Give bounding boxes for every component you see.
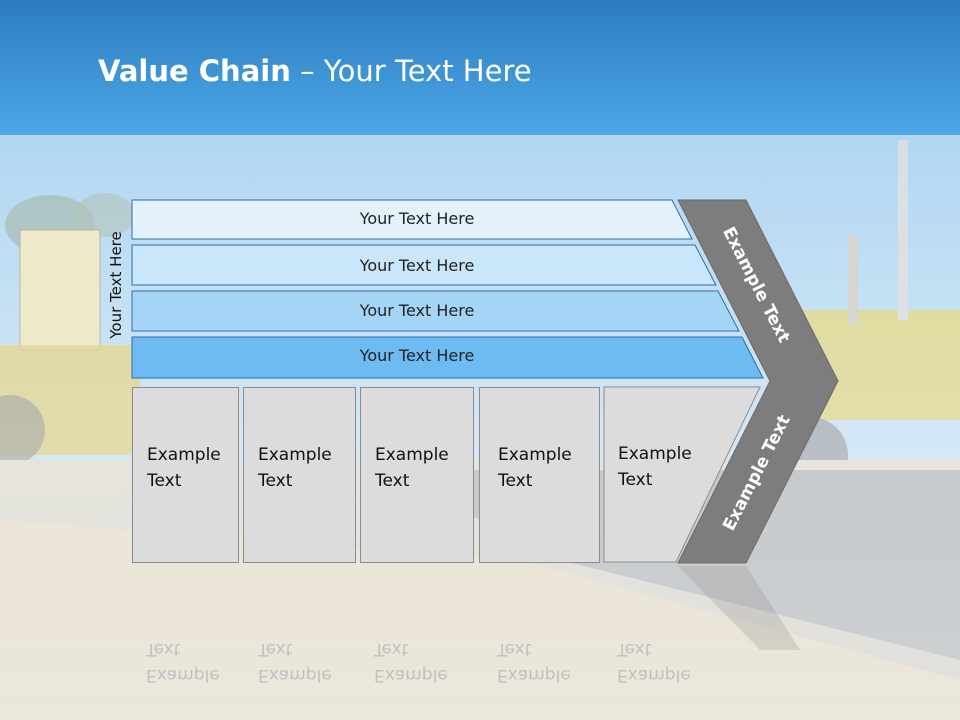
card-4: Example Text [479,387,600,563]
card-5: Example Text [604,387,704,563]
card-reflection: Example Text [374,639,448,685]
card-reflection: Example Text [497,639,571,685]
page-title: Value Chain – Your Text Here [98,54,532,88]
card-text: Example Text [618,444,692,490]
card-text: Example Text [498,445,572,491]
row-label: Your Text Here [359,301,475,320]
card-text: Example Text [375,445,449,491]
card-3: Example Text [360,387,474,563]
chevron-shape [677,199,839,564]
row-label: Your Text Here [359,256,475,275]
card-2: Example Text [243,387,356,563]
row-label: Your Text Here [359,346,475,365]
title-rest: – Your Text Here [290,54,532,88]
row-label: Your Text Here [359,209,475,228]
row-band-4 [131,336,764,379]
row-band-2 [131,244,717,286]
card-reflection: Example Text [258,639,332,685]
card-reflection: Example Text [146,639,220,685]
row-band-3 [131,290,740,332]
card-text: Example Text [258,445,332,491]
card-5-shape [603,386,761,563]
card-text: Example Text [147,445,221,491]
title-bold: Value Chain [98,54,291,88]
card-reflection: Example Text [617,639,691,685]
row-band-1 [131,199,693,240]
card-1: Example Text [132,387,239,563]
